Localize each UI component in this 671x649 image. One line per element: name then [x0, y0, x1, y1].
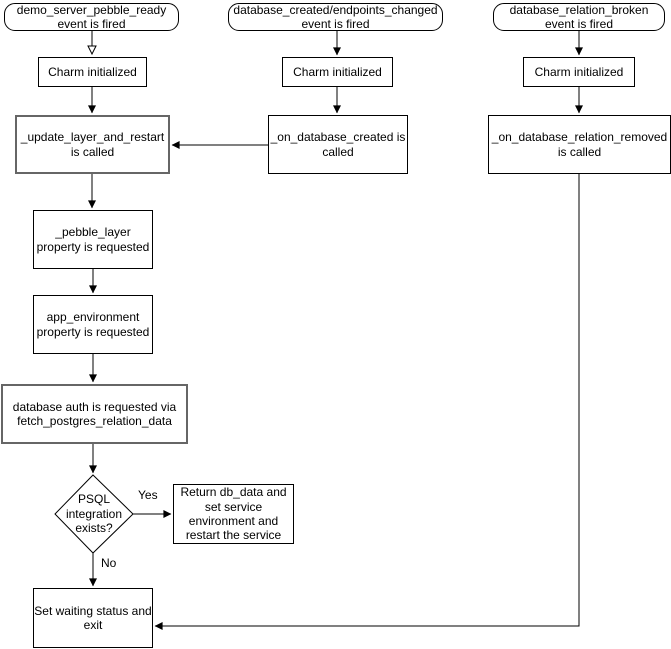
edge-on-relation-removed-to-set-waiting [154, 174, 580, 630]
node-label: Set waiting status and exit [34, 603, 152, 632]
node-database-created-event: database_created/endpoints_changed event… [228, 3, 443, 31]
node-label: PSQL integration exists? [65, 492, 123, 536]
node-label: demo_server_pebble_ready event is fired [16, 2, 167, 31]
node-return-db-data: Return db_data and set service environme… [173, 484, 294, 544]
node-label: Return db_data and set service environme… [180, 485, 287, 543]
node-update-layer-and-restart: _update_layer_and_restart is called [15, 115, 170, 174]
node-label: Charm initialized [48, 64, 137, 79]
edge-label-no: No [101, 556, 117, 570]
node-charm-initialized-middle: Charm initialized [282, 57, 393, 87]
node-database-auth-requested: database auth is requested via fetch_pos… [1, 384, 188, 444]
node-label: database_created/endpoints_changed event… [233, 2, 438, 31]
node-pebble-layer-property: _pebble_layer property is requested [33, 210, 153, 269]
node-database-relation-broken-event: database_relation_broken event is fired [493, 3, 665, 31]
node-app-environment-property: app_environment property is requested [33, 295, 153, 354]
node-label: _on_database_created is called [270, 130, 406, 159]
node-on-database-relation-removed: _on_database_relation_removed is called [488, 115, 671, 174]
node-label: _update_layer_and_restart is called [20, 130, 165, 159]
node-label: Charm initialized [293, 64, 382, 79]
node-label: database_relation_broken event is fired [509, 2, 649, 31]
node-label: Charm initialized [534, 64, 624, 79]
node-charm-initialized-left: Charm initialized [38, 57, 147, 87]
decision-diamond-shape [54, 474, 134, 554]
node-demo-server-pebble-ready-event: demo_server_pebble_ready event is fired [4, 3, 179, 31]
node-charm-initialized-right: Charm initialized [523, 57, 635, 87]
node-label: _on_database_relation_removed is called [491, 130, 668, 159]
node-label: _pebble_layer property is requested [36, 225, 150, 254]
node-label: database auth is requested via fetch_pos… [12, 399, 177, 428]
node-on-database-created: _on_database_created is called [268, 115, 408, 174]
node-label: app_environment property is requested [36, 310, 150, 339]
node-set-waiting-status: Set waiting status and exit [33, 588, 153, 648]
node-psql-integration-decision: PSQL integration exists? [55, 477, 133, 551]
edge-label-yes: Yes [138, 488, 158, 502]
